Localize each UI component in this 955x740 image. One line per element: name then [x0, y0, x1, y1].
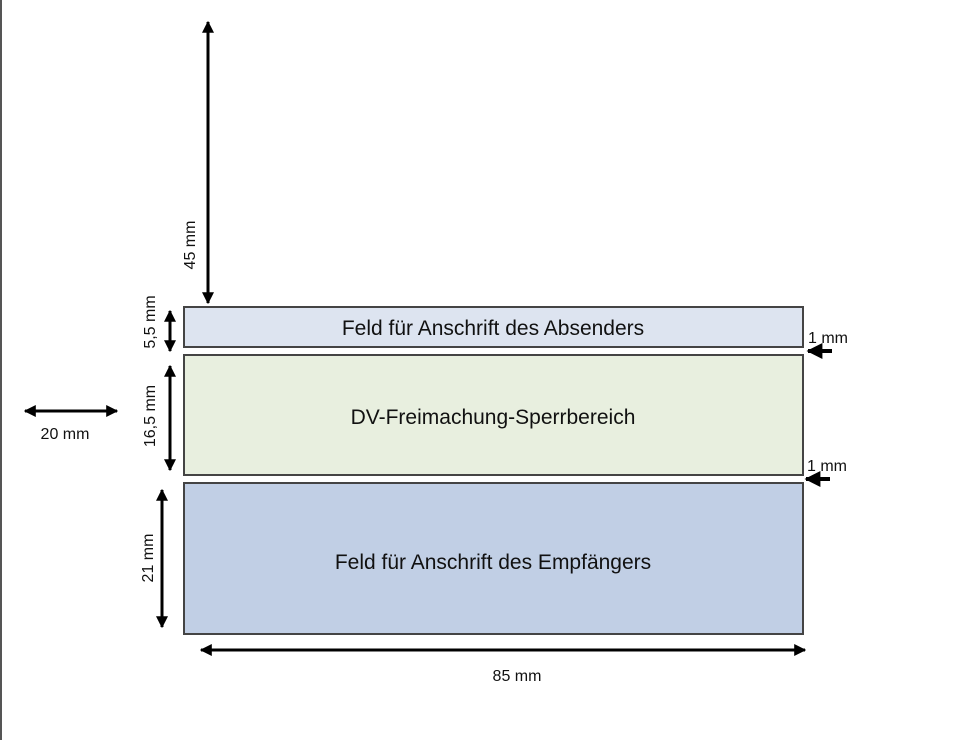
- franking-height-label: 16,5 mm: [142, 385, 159, 447]
- franking-field-label: DV-Freimachung-Sperrbereich: [351, 406, 636, 429]
- width-label: 85 mm: [493, 668, 542, 685]
- gap-2-label: 1 mm: [807, 458, 847, 475]
- recipient-height-label: 21 mm: [140, 534, 157, 583]
- franking-field: [183, 354, 804, 476]
- gap-1-label: 1 mm: [808, 330, 848, 347]
- left-offset-label: 20 mm: [41, 426, 90, 443]
- recipient-field: [183, 482, 804, 635]
- sender-field: [183, 306, 804, 348]
- recipient-field-label: Feld für Anschrift des Empfängers: [335, 551, 651, 574]
- top-offset-label: 45 mm: [182, 221, 199, 270]
- sender-field-label: Feld für Anschrift des Absenders: [342, 317, 644, 340]
- sender-height-label: 5,5 mm: [142, 295, 159, 348]
